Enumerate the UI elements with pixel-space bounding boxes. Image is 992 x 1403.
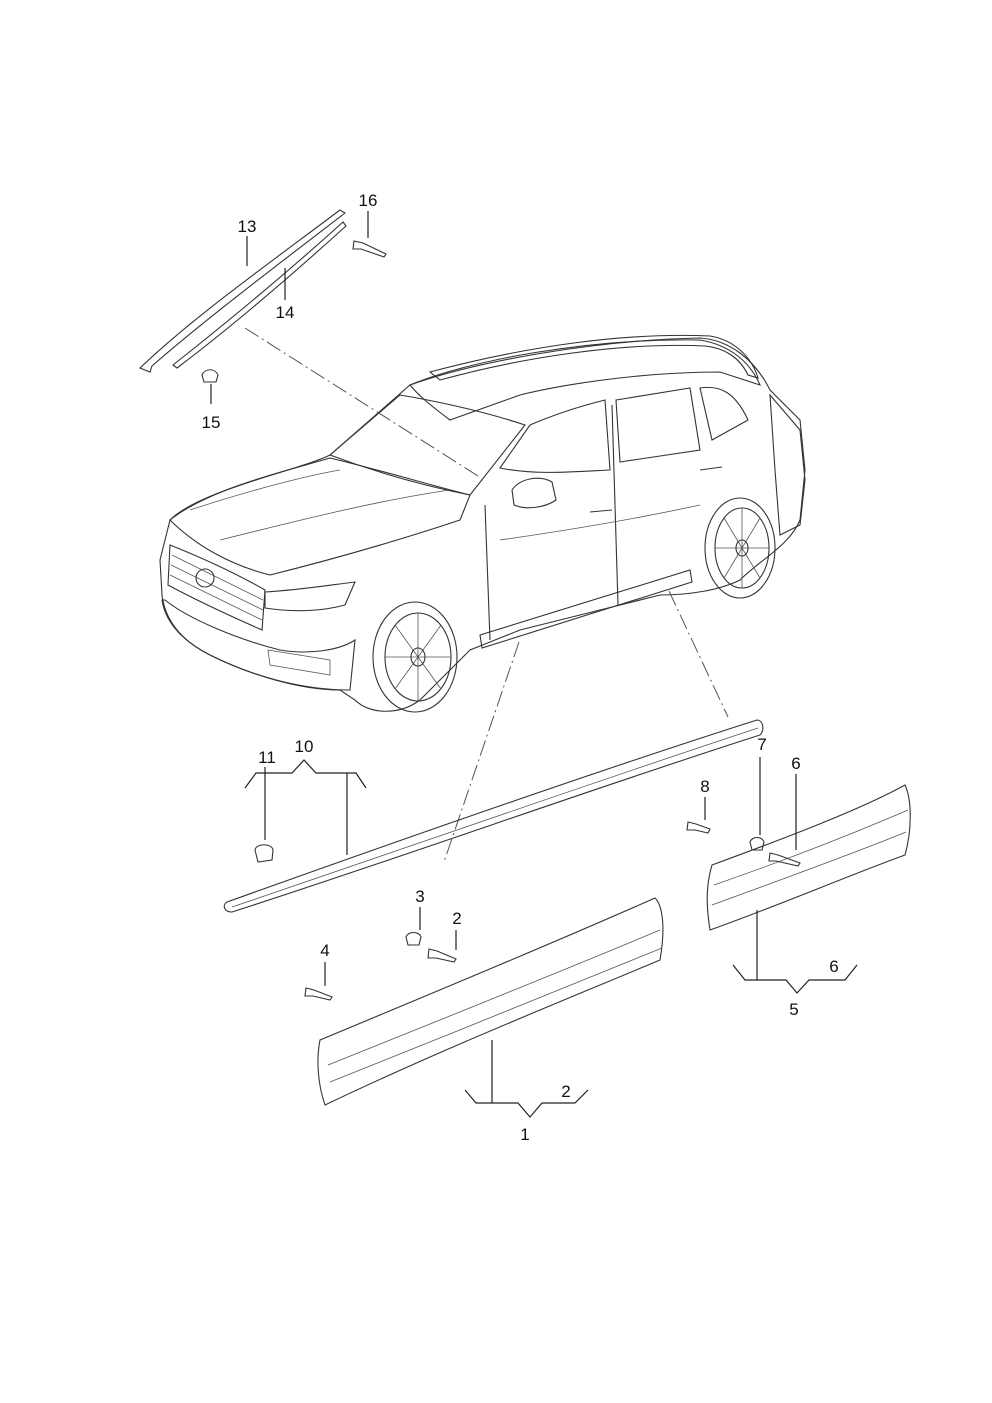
- rear-tire: [704, 497, 776, 599]
- guide-line-sill: [443, 641, 520, 863]
- callout-15: 15: [202, 413, 221, 432]
- bolt-16: [352, 240, 387, 258]
- car-body: [159, 337, 806, 712]
- car-windshield: [328, 394, 526, 496]
- car-roof: [409, 339, 761, 421]
- car-front-window: [499, 399, 611, 473]
- front-tire: [372, 601, 458, 713]
- hood-line: [219, 489, 451, 541]
- callout-10: 10: [295, 737, 314, 756]
- callout-14: 14: [276, 303, 295, 322]
- front-moulding-rib: [329, 947, 663, 1083]
- guide-line-rear-door: [668, 590, 729, 718]
- clip-7: [749, 836, 765, 851]
- callout-2-top: 2: [452, 909, 461, 928]
- front-moulding-rib: [327, 929, 661, 1066]
- bolt-4: [304, 987, 333, 1001]
- front-door-handle: [589, 509, 613, 513]
- clip-15: [201, 369, 219, 383]
- rear-door-handle: [699, 466, 723, 471]
- front-door-seam: [484, 504, 491, 641]
- callout-7: 7: [757, 735, 766, 754]
- callout-1: 1: [520, 1125, 529, 1144]
- rear-moulding-rib: [713, 809, 909, 886]
- callout-4: 4: [320, 941, 329, 960]
- callout-16: 16: [359, 191, 378, 210]
- guide-line-roof: [244, 327, 479, 477]
- car-rear: [769, 393, 806, 536]
- car-sill-trim: [479, 569, 693, 649]
- rear-moulding-rib: [711, 831, 907, 906]
- callout-11: 11: [258, 748, 276, 767]
- callout-8: 8: [700, 777, 709, 796]
- car-mirror: [511, 477, 557, 509]
- front-door-moulding-1: [317, 897, 664, 1106]
- roof-moulding-14: [172, 221, 347, 369]
- front-hub: [410, 647, 426, 667]
- car-headlight: [264, 581, 356, 612]
- vw-emblem: [195, 568, 215, 588]
- body-crease: [499, 504, 701, 541]
- car-bumper: [161, 599, 356, 691]
- callout-6-bottom: 6: [829, 957, 838, 976]
- car-quarter-window: [699, 386, 749, 441]
- callout-3: 3: [415, 887, 424, 906]
- rear-door-seam: [611, 404, 619, 606]
- clip-3: [405, 931, 422, 946]
- car-rear-window: [615, 387, 701, 463]
- bolt-8: [686, 821, 711, 834]
- bumper-intake: [267, 649, 331, 676]
- callout-5: 5: [789, 1000, 798, 1019]
- callout-2-bottom: 2: [561, 1082, 570, 1101]
- leader-lines: [210, 211, 858, 1118]
- car-roof-rail: [428, 334, 759, 381]
- clip-11: [254, 844, 274, 863]
- bolt-2: [427, 948, 457, 963]
- rear-hub: [735, 539, 749, 557]
- hood-line: [189, 469, 341, 511]
- rear-door-moulding-5: [706, 784, 911, 931]
- front-rim-spokes: [385, 613, 451, 701]
- callout-labels: 13 14 15 16 10 11 7 6 8 3 2 4 2 1 6 5: [202, 191, 839, 1144]
- vehicle-illustration: [159, 334, 806, 713]
- bolt-6: [768, 852, 801, 867]
- car-hood: [169, 457, 471, 576]
- callout-13: 13: [238, 217, 257, 236]
- rear-rim-spokes: [715, 508, 769, 588]
- roof-moulding-13: [139, 209, 346, 373]
- sill-moulding-10: [223, 719, 764, 913]
- callout-6-top: 6: [791, 754, 800, 773]
- grille-slats: [169, 554, 264, 621]
- sill-moulding-edge: [231, 727, 759, 908]
- car-grille: [167, 544, 266, 631]
